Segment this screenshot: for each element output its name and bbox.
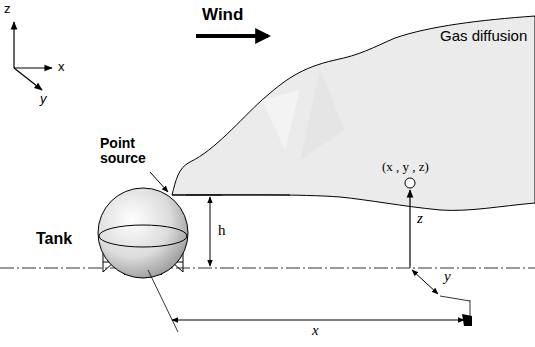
dimension-label: y bbox=[444, 268, 451, 285]
axis-label: z bbox=[4, 2, 11, 16]
plume-label: Gas diffusion bbox=[440, 28, 527, 45]
dimension-label: x bbox=[312, 322, 319, 339]
tank-label: Tank bbox=[36, 230, 72, 248]
dimension-label: z bbox=[417, 210, 423, 227]
axis-label: x bbox=[58, 60, 65, 74]
dimension-label: h bbox=[218, 222, 226, 239]
axis-label: y bbox=[40, 92, 47, 106]
source-label: Point source bbox=[100, 136, 160, 167]
point-label: (x , y , z) bbox=[382, 160, 429, 174]
wind-label: Wind bbox=[202, 6, 243, 25]
